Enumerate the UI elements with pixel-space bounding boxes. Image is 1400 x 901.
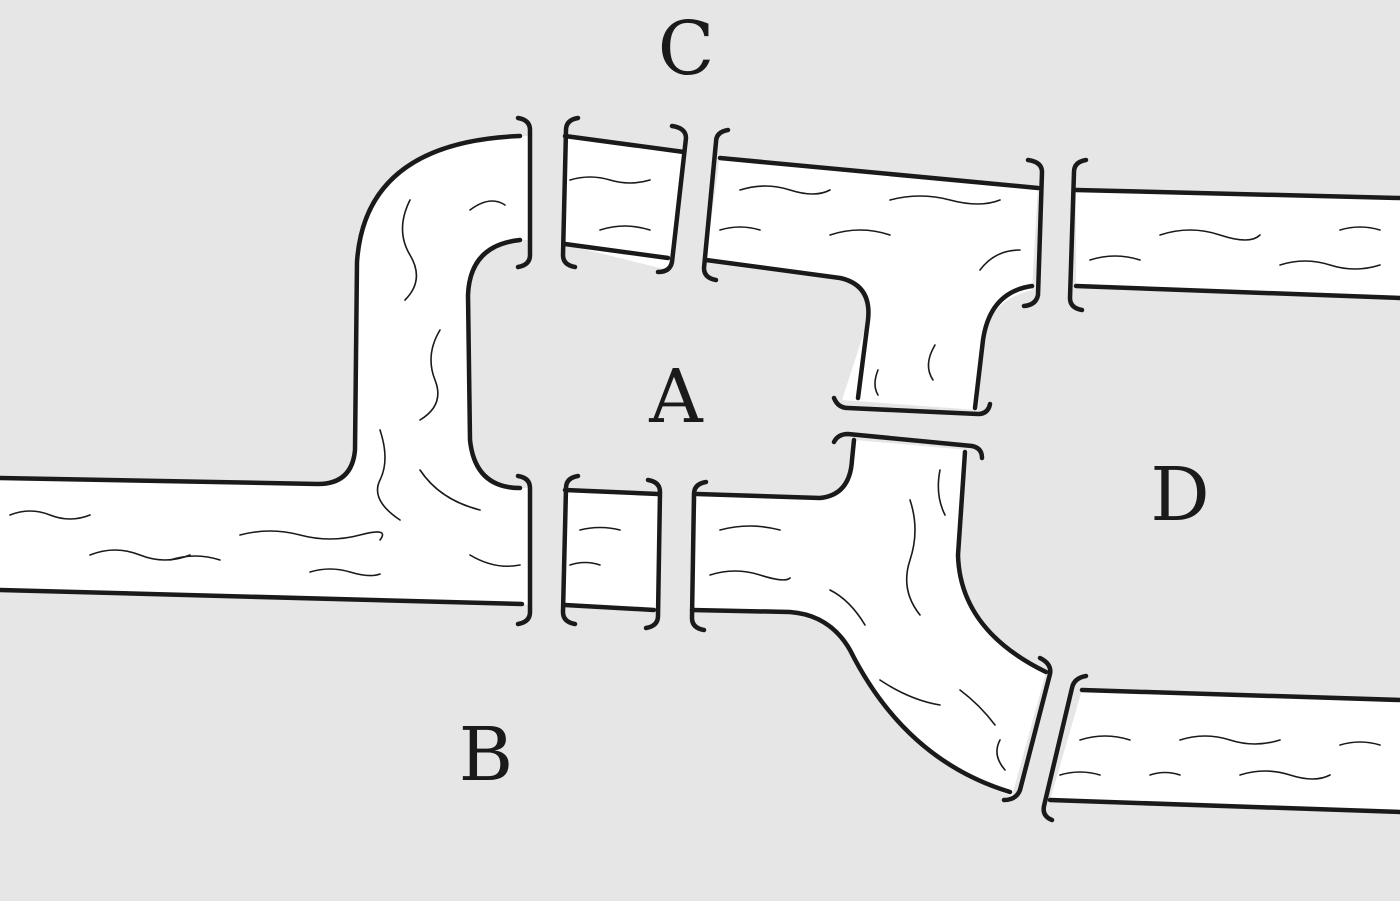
joint-bracket bbox=[1067, 157, 1089, 313]
pipe-bodies bbox=[0, 136, 1400, 812]
pipe-joints bbox=[515, 115, 1089, 823]
pipe-outlet-top bbox=[1076, 190, 1400, 298]
joint-bracket bbox=[655, 123, 689, 275]
joint-bracket bbox=[515, 115, 533, 270]
joint-bracket bbox=[515, 473, 533, 627]
joint-bracket bbox=[1021, 157, 1045, 309]
joint-bracket bbox=[689, 479, 709, 633]
pipe-bottom-section-1 bbox=[563, 490, 660, 612]
joint-bracket bbox=[1001, 655, 1053, 803]
joint-bracket bbox=[1041, 673, 1089, 823]
region-label-a: A bbox=[648, 354, 704, 440]
joint-bracket bbox=[560, 473, 581, 627]
joint-bracket bbox=[701, 127, 731, 283]
joint-bracket bbox=[831, 431, 985, 461]
water-ripples bbox=[9, 176, 1381, 780]
joint-bracket bbox=[643, 477, 663, 631]
joint-bracket bbox=[831, 395, 993, 417]
pipe-top-right bbox=[706, 156, 1038, 410]
pipe-outlines bbox=[0, 133, 1400, 815]
region-label-d: D bbox=[1150, 452, 1209, 538]
pipe-top-section-1 bbox=[563, 136, 684, 270]
pipe-outlet-bottom bbox=[1050, 690, 1400, 812]
pipe-bottom-right bbox=[692, 440, 1046, 796]
joint-bracket bbox=[560, 115, 581, 270]
pipe-left-loop bbox=[0, 136, 528, 605]
region-label-b: B bbox=[459, 712, 513, 798]
region-label-c: C bbox=[658, 6, 715, 92]
